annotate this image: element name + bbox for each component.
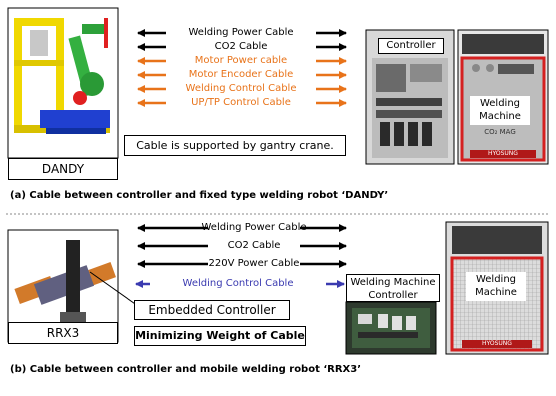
embedded-controller-label: Embedded Controller: [134, 300, 290, 320]
welding-machine-label-b: Welding Machine: [466, 272, 526, 301]
cable-a-welding-control: Welding Control Cable: [185, 83, 297, 94]
dandy-label: DANDY: [8, 158, 118, 180]
brand-logo-b: HYOSUNG: [482, 340, 512, 347]
cable-arrows-a: [137, 29, 347, 107]
brand-logo-a: HYOSUNG: [488, 150, 518, 157]
cable-a-motor-encoder: Motor Encoder Cable: [188, 69, 294, 80]
machine-controller-label: Welding Machine Controller: [346, 274, 440, 302]
machine-controller-image: [345, 301, 437, 355]
cable-weight-note: Minimizing Weight of Cable: [134, 326, 306, 346]
controller-label: Controller: [378, 38, 444, 54]
caption-b: (b) Cable between controller and mobile …: [10, 364, 362, 375]
welding-machine-label-a: Welding Machine: [470, 96, 530, 125]
cable-a-uptp-control: UP/TP Control Cable: [191, 97, 291, 108]
gantry-note: Cable is supported by gantry crane.: [124, 135, 346, 156]
cable-a-motor-power: Motor Power cable: [194, 55, 288, 66]
cable-b-welding-control: Welding Control Cable: [182, 278, 294, 289]
cable-a-co2: CO2 Cable: [214, 41, 268, 52]
cable-arrows-b: [135, 224, 347, 288]
dandy-robot-image: [7, 7, 119, 159]
cable-b-welding-power: Welding Power Cable: [201, 222, 307, 233]
caption-a: (a) Cable between controller and fixed t…: [10, 190, 389, 201]
cable-b-220v-power: 220V Power Cable: [208, 258, 300, 269]
cable-a-welding-power: Welding Power Cable: [188, 27, 294, 38]
machine-sublabel: CO₂ MAG: [484, 128, 516, 136]
rrx3-label: RRX3: [8, 322, 118, 344]
cable-b-co2: CO2 Cable: [227, 240, 281, 251]
embedded-pointer-line: [89, 271, 139, 307]
